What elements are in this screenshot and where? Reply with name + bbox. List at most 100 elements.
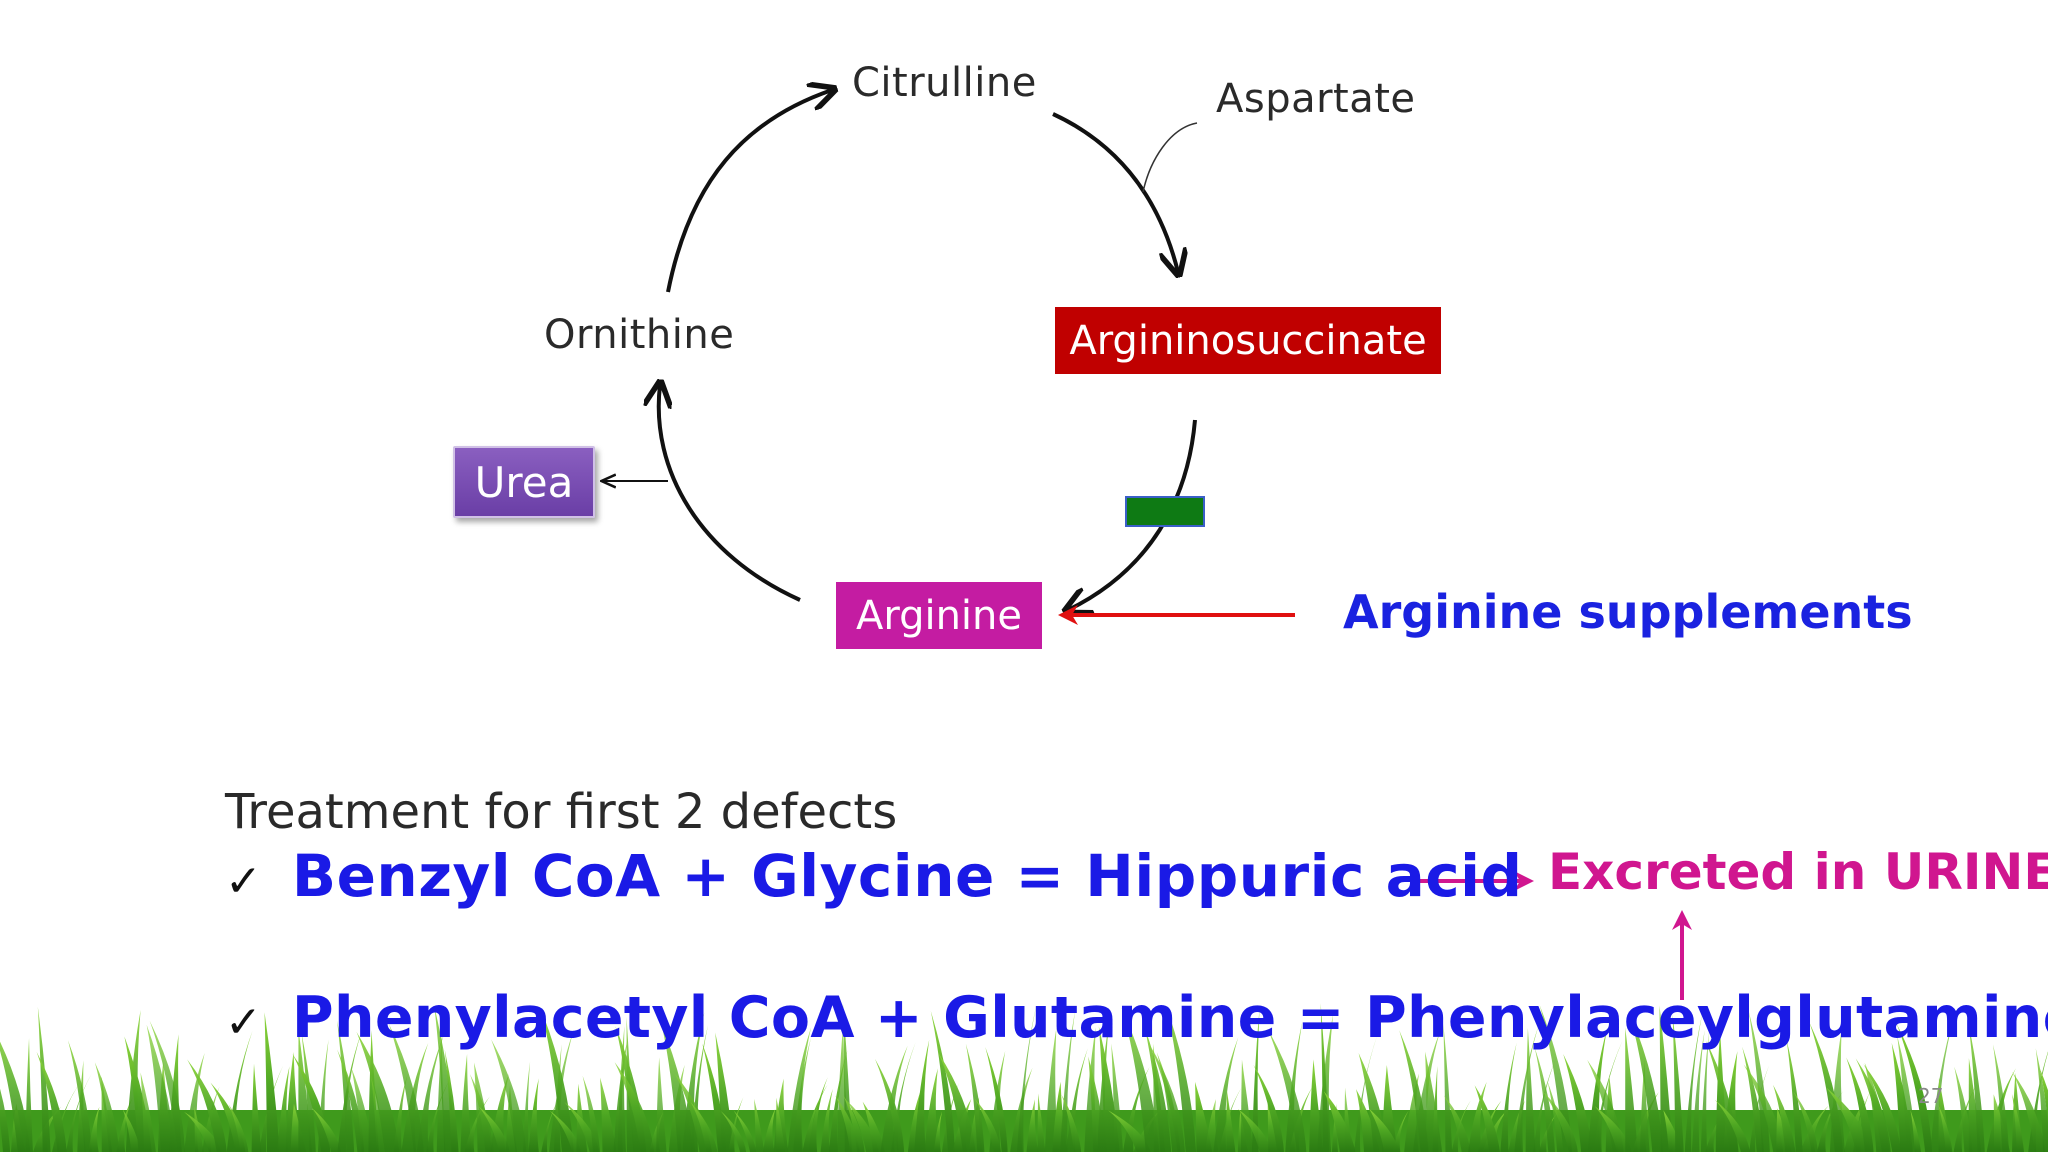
grass-blade	[184, 1111, 222, 1152]
grass-blade	[702, 1043, 727, 1152]
grass-blade	[522, 1061, 531, 1152]
grass-blade	[2012, 1094, 2024, 1152]
grass-blade	[426, 1076, 452, 1152]
grass-blade	[1226, 1090, 1236, 1152]
grass-blade	[1563, 1053, 1593, 1152]
grass-blade	[1320, 1003, 1330, 1152]
equation-row-phenylacetyl: ✓ Phenylacetyl CoA + Glutamine = Phenyla…	[225, 985, 2048, 1051]
grass-blade	[938, 1053, 976, 1152]
grass-blade	[1399, 1030, 1429, 1152]
grass-blade	[1542, 1091, 1578, 1152]
grass-blade	[974, 1098, 1001, 1152]
grass-blade	[1954, 1066, 1973, 1152]
equation-row-hippuric: ✓ Benzyl CoA + Glycine = Hippuric acid	[225, 842, 1523, 910]
grass-blade	[393, 1074, 408, 1152]
grass-blade	[251, 1063, 262, 1152]
grass-blade	[802, 1084, 828, 1152]
arginine-label: Arginine	[855, 592, 1023, 639]
grass-blade	[874, 1058, 905, 1152]
grass-blade	[1425, 1051, 1443, 1152]
check-icon: ✓	[225, 997, 262, 1048]
grass-blade	[846, 1100, 879, 1152]
grass-blade	[1743, 1064, 1784, 1152]
arrow-citrulline-to-argininosuccinate	[1052, 112, 1178, 272]
grass-blade	[210, 1082, 246, 1152]
grass-blade	[1121, 1007, 1160, 1152]
grass-blade	[728, 1097, 744, 1152]
check-icon: ✓	[225, 856, 262, 907]
grass-blade	[564, 1102, 600, 1152]
grass-blade	[914, 1039, 930, 1152]
grass-blade	[793, 1037, 811, 1152]
grass-blade	[1896, 1023, 1933, 1152]
grass-blade	[1443, 1095, 1471, 1152]
grass-blade	[1111, 1043, 1124, 1152]
grass-blade	[1938, 1104, 1953, 1152]
grass-blade	[1968, 1023, 1985, 1152]
grass-blade	[965, 1043, 985, 1152]
grass-blade	[370, 1067, 385, 1152]
grass-blade	[37, 1006, 51, 1152]
grass-blade	[820, 1089, 833, 1152]
grass-blade	[149, 1020, 186, 1152]
grass-blade	[1474, 1085, 1500, 1152]
grass-blade	[67, 1040, 92, 1152]
grass-blade	[1060, 1009, 1076, 1152]
grass-blade	[116, 1097, 133, 1152]
grass-blade	[1149, 1043, 1185, 1152]
grass-blade	[1748, 1011, 1770, 1152]
grass-blade	[228, 1104, 249, 1152]
grass-blade	[1929, 1009, 1957, 1152]
grass-blade	[941, 1082, 960, 1152]
grass-blade	[1593, 1040, 1623, 1152]
grass-blade	[1547, 1081, 1564, 1152]
grass-blade	[733, 1110, 757, 1152]
grass-blade	[1594, 1106, 1632, 1152]
grass-blade	[1500, 1042, 1517, 1152]
grass-blade	[1016, 1005, 1037, 1152]
grass-blade	[464, 1096, 490, 1152]
grass-blade	[259, 1065, 284, 1152]
grass-blade	[1910, 1110, 1921, 1152]
grass-blade	[1992, 1044, 2010, 1152]
grass-blade	[1144, 1027, 1172, 1152]
grass-blade	[776, 1097, 786, 1152]
grass-blade	[1742, 1046, 1764, 1152]
grass-blade	[754, 1098, 765, 1152]
grass-blade	[337, 1030, 362, 1152]
equation-hippuric-acid: Benzyl CoA + Glycine = Hippuric acid	[291, 842, 1523, 910]
grass-blade	[656, 1057, 667, 1152]
grass-blade	[66, 1073, 92, 1152]
ornithine-label: Ornithine	[544, 312, 735, 358]
grass-blade	[690, 1102, 718, 1152]
grass-blade	[1773, 1084, 1796, 1152]
grass-blade	[1108, 1110, 1151, 1152]
page-number: 27	[1918, 1084, 1944, 1108]
grass-blade	[1786, 1039, 1803, 1152]
grass-blade	[1219, 1087, 1242, 1152]
grass-blade	[1331, 1103, 1339, 1152]
grass-blade	[1061, 1094, 1082, 1152]
enzyme-defect-marker	[1125, 496, 1205, 527]
grass-blade	[264, 1012, 280, 1152]
grass-blade	[1213, 1037, 1239, 1152]
grass-blade	[541, 1093, 562, 1152]
urea-box: Urea	[453, 446, 595, 518]
grass-blade	[2035, 1048, 2048, 1152]
grass-blade	[924, 1068, 940, 1152]
grass-blade	[0, 1041, 31, 1152]
grass-blade	[1451, 1100, 1471, 1152]
grass-blade	[808, 1077, 828, 1152]
grass-blade	[880, 1045, 908, 1152]
grass-blade	[1240, 1059, 1254, 1152]
grass-blade	[1625, 1027, 1638, 1152]
grass-blade	[122, 1109, 141, 1152]
grass-blade	[292, 1053, 331, 1152]
grass-blade	[682, 1012, 705, 1152]
grass-blade	[614, 1062, 655, 1152]
grass-blade	[1539, 1005, 1572, 1152]
grass-blade	[1700, 1031, 1710, 1152]
aspartate-join-line	[1142, 122, 1198, 193]
